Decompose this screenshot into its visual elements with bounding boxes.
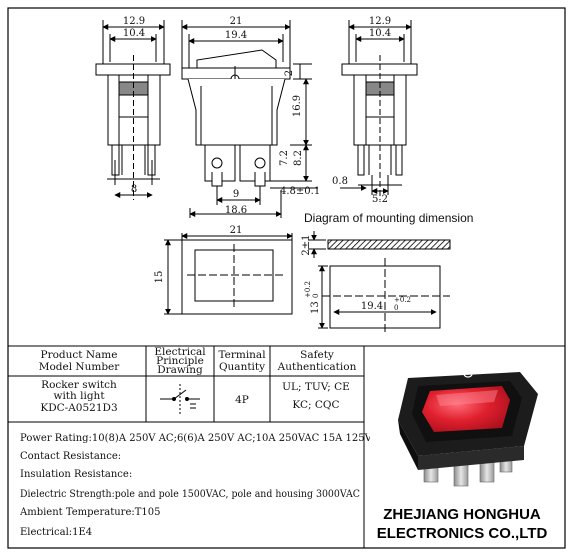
spec-electrical: Electrical:1E4 <box>20 527 92 538</box>
side-view <box>181 20 318 218</box>
side-dim-pin-len: 7.2 <box>279 150 290 166</box>
header-product-name: Product Name <box>41 349 118 361</box>
spec-contact-resistance: Contact Resistance: <box>20 451 121 462</box>
cutout-height-dim: 15 <box>154 271 165 284</box>
end-dim-pin-thk: 0.8 <box>332 176 348 187</box>
header-quantity: Quantity <box>219 361 265 373</box>
front-view <box>95 20 171 200</box>
electrical-principle-symbol <box>160 384 200 414</box>
front-dim-outer: 12.9 <box>123 16 145 27</box>
cutout-width-dim: 21 <box>230 225 243 236</box>
mounting-panel-section <box>308 231 451 258</box>
model-number: KDC-A0521D3 <box>40 402 117 414</box>
end-view <box>340 20 418 200</box>
hole-width-tol-upper: +0.2 <box>394 296 411 304</box>
company-line2: ELECTRONICS CO.,LTD <box>377 525 548 542</box>
spec-table-grid <box>8 345 565 548</box>
header-model-number: Model Number <box>39 361 121 373</box>
side-dim-pin-len2: 8.2 <box>293 150 304 166</box>
product-photo <box>370 352 560 492</box>
spec-ambient-temperature: Ambient Temperature:T105 <box>19 507 161 518</box>
mounting-title: Diagram of mounting dimension <box>304 211 473 225</box>
header-principle: Principle <box>156 355 204 367</box>
hole-height-tol-lower: 0 <box>312 294 320 298</box>
side-dim-pin-width: 4.8±0.1 <box>280 186 320 197</box>
header-safety: Safety <box>300 349 334 361</box>
side-dim-pin-span: 18.6 <box>225 205 247 216</box>
side-dim-rocker: 19.4 <box>225 30 247 41</box>
front-dim-inner: 10.4 <box>123 28 145 39</box>
company-line1: ZHEJIANG HONGHUA <box>383 506 541 523</box>
spec-power-rating: Power Rating:10(8)A 250V AC;6(6)A 250V A… <box>20 433 390 444</box>
side-dim-pin-pitch: 9 <box>233 189 239 200</box>
header-authentication: Authentication <box>277 361 357 373</box>
hole-width-tol-lower: 0 <box>394 304 398 312</box>
front-dim-pin-pitch: 8 <box>131 184 137 195</box>
end-dim-inner: 10.4 <box>369 28 391 39</box>
hole-height-dim: 13 <box>310 301 321 314</box>
hole-height-tol-upper: +0.2 <box>304 281 312 298</box>
terminal-quantity: 4P <box>235 394 249 406</box>
header-electrical: Electrical <box>154 346 206 358</box>
side-dim-top-offset: 2 <box>284 70 295 76</box>
side-dim-height: 16.9 <box>292 95 303 117</box>
end-dim-pin-pitch: 5.2 <box>372 194 388 205</box>
hole-width-dim: 19.4 <box>361 301 383 312</box>
spec-dielectric-strength: Dielectric Strength:pole and pole 1500VA… <box>20 489 360 500</box>
header-drawing: Drawing <box>157 364 203 376</box>
cert-line2: KC; CQC <box>292 399 339 411</box>
side-dim-width: 21 <box>230 16 243 27</box>
cert-line1: UL; TUV; CE <box>282 381 350 393</box>
mounting-cutout-outline <box>164 233 293 315</box>
product-name-line2: with light <box>53 390 105 402</box>
product-name-line1: Rocker switch <box>41 379 117 391</box>
header-terminal: Terminal <box>218 349 266 361</box>
mounting-hole <box>318 258 450 334</box>
spec-insulation-resistance: Insulation Resistance: <box>20 469 132 480</box>
panel-thickness-dim: 2±1 <box>301 234 312 255</box>
end-dim-outer: 12.9 <box>369 16 391 27</box>
sheet-border <box>7 7 566 549</box>
